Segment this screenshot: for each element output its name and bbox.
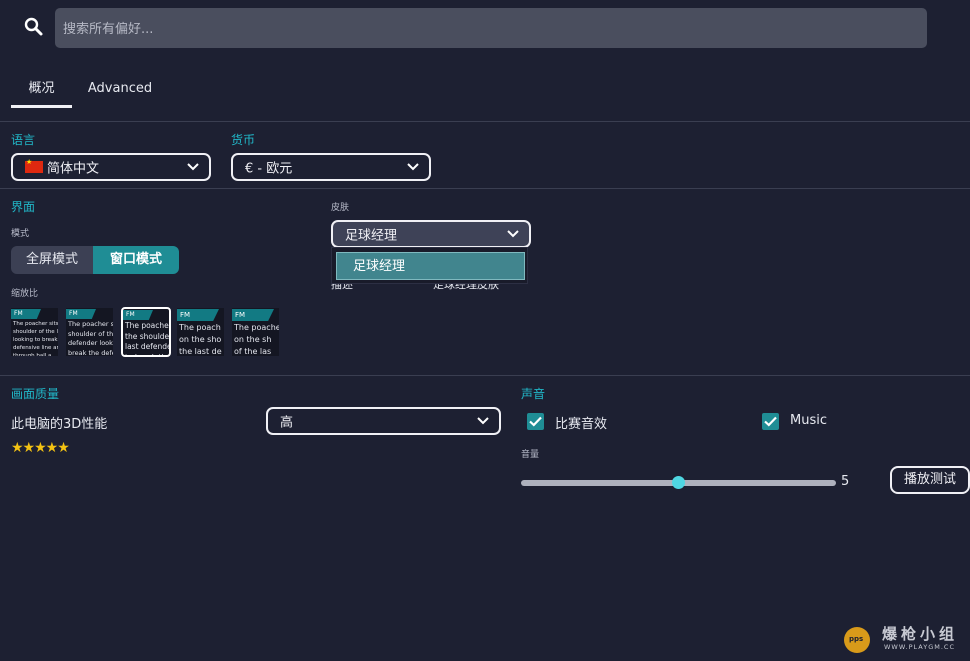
scale-label: 缩放比 xyxy=(11,289,39,299)
scale-option-header: FM xyxy=(69,310,78,317)
search-bar xyxy=(55,8,927,50)
language-value: 简体中文 xyxy=(47,161,100,177)
china-flag-icon xyxy=(25,158,43,173)
scale-option-preview: The poacher sits shoulder of the l looki… xyxy=(13,321,58,356)
graphics-label: 画面质量 xyxy=(11,387,60,401)
match-sfx-label: 比赛音效 xyxy=(555,417,608,432)
watermark-logo: pps 爆枪小组 WWW.PLAYGM.CC xyxy=(842,621,967,657)
volume-value: 5 xyxy=(841,474,850,489)
watermark-text: 爆枪小组 xyxy=(882,625,959,643)
currency-select[interactable]: € - 欧元 xyxy=(231,153,431,181)
skin-dropdown-menu: 足球经理 xyxy=(331,247,528,284)
football-icon: pps xyxy=(844,627,870,653)
quality-select[interactable]: 高 xyxy=(266,407,501,435)
check-icon xyxy=(529,416,542,427)
chevron-down-icon xyxy=(407,163,419,171)
windowed-mode-button[interactable]: 窗口模式 xyxy=(93,246,179,274)
chevron-down-icon xyxy=(477,417,489,425)
divider xyxy=(0,188,970,189)
scale-option-4[interactable]: FM The poach on the sho the last de xyxy=(177,308,224,356)
scale-option-header: FM xyxy=(180,311,191,319)
scale-option-3[interactable]: FM The poache the shoulde last defende t… xyxy=(121,307,171,357)
performance-rating: ★★★★★ xyxy=(11,440,70,456)
watermark-url: WWW.PLAYGM.CC xyxy=(884,643,955,651)
active-tab-indicator xyxy=(11,105,72,108)
scale-option-header: FM xyxy=(14,310,23,317)
match-sfx-checkbox[interactable] xyxy=(527,413,544,430)
scale-option-preview: The poach on the sho the last de xyxy=(179,323,222,356)
tab-advanced[interactable]: Advanced xyxy=(87,81,153,96)
skin-select[interactable]: 足球经理 xyxy=(331,220,531,248)
currency-value: € - 欧元 xyxy=(245,161,293,177)
chevron-down-icon xyxy=(507,230,519,238)
scale-option-header: FM xyxy=(235,311,246,319)
scale-option-preview: The poache the shoulde last defende to b… xyxy=(125,321,171,357)
scale-option-preview: The poacher s shoulder of th defender lo… xyxy=(68,320,113,356)
music-label: Music xyxy=(790,413,827,428)
fullscreen-mode-button[interactable]: 全屏模式 xyxy=(11,246,93,274)
skin-label: 皮肤 xyxy=(331,203,350,213)
currency-label: 货币 xyxy=(231,133,256,147)
performance-label: 此电脑的3D性能 xyxy=(11,417,108,432)
search-input[interactable] xyxy=(61,8,915,50)
music-checkbox[interactable] xyxy=(762,413,779,430)
volume-label: 音量 xyxy=(521,450,540,460)
language-label: 语言 xyxy=(11,133,36,147)
quality-value: 高 xyxy=(280,415,294,431)
skin-option[interactable]: 足球经理 xyxy=(336,252,525,280)
sound-label: 声音 xyxy=(521,387,546,401)
divider xyxy=(0,375,970,376)
scale-option-header: FM xyxy=(126,311,135,318)
language-select[interactable]: 简体中文 xyxy=(11,153,211,181)
interface-label: 界面 xyxy=(11,200,36,214)
search-icon[interactable] xyxy=(24,17,44,37)
divider xyxy=(0,121,970,122)
scale-option-5[interactable]: FM The poache on the sh of the las xyxy=(232,308,279,356)
chevron-down-icon xyxy=(187,163,199,171)
mode-label: 模式 xyxy=(11,229,30,239)
scale-option-2[interactable]: FM The poacher s shoulder of th defender… xyxy=(66,308,113,356)
scale-option-1[interactable]: FM The poacher sits shoulder of the l lo… xyxy=(11,308,58,356)
volume-slider-handle[interactable] xyxy=(672,476,685,489)
scale-option-preview: The poache on the sh of the las xyxy=(234,323,279,356)
skin-value: 足球经理 xyxy=(345,228,398,244)
tab-overview[interactable]: 概况 xyxy=(28,81,55,96)
play-test-button[interactable]: 播放测试 xyxy=(890,466,970,494)
check-icon xyxy=(764,416,777,427)
